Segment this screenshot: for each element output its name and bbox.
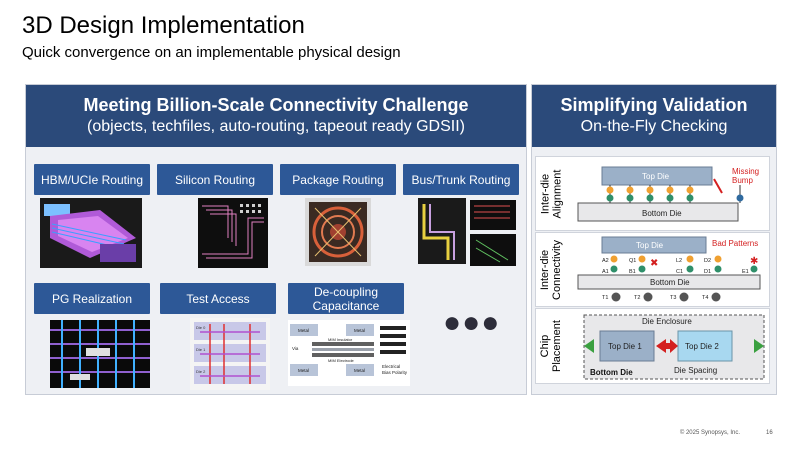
decap-metal-label-4: Metal	[354, 368, 365, 373]
connectivity-diagram: Top Die Bad Patterns A2 Q1 L2 D2 A1 B1 C…	[577, 236, 761, 302]
right-enclosure-arrow-icon	[754, 339, 764, 353]
connectivity-bottom-die-text: Bottom Die	[650, 278, 690, 287]
bad-pattern-x-icon: ✖	[650, 258, 658, 269]
page-number: 16	[766, 430, 773, 436]
decap-mim-electrode-label: MIM Electrode	[328, 358, 355, 363]
tile-test-access: Test Access	[160, 283, 276, 314]
decap-mim-insulator-label: MIM Insulator	[328, 337, 353, 342]
die-enclosure-text: Die Enclosure	[642, 317, 692, 326]
slide-title: 3D Design Implementation	[22, 12, 305, 39]
pin-q1: Q1	[629, 258, 636, 264]
more-ellipsis: ●●●	[443, 306, 501, 339]
tile-silicon-routing: Silicon Routing	[157, 164, 273, 195]
decap-via-label: Via	[292, 346, 299, 351]
tile-hbm-ucie-routing: HBM/UCIe Routing	[34, 164, 150, 195]
bus-trunk-routing-image	[418, 198, 516, 266]
connectivity-subheading: (objects, techfiles, auto-routing, tapeo…	[87, 118, 465, 135]
validation-subheading: On-the-Fly Checking	[580, 118, 728, 135]
decap-electrical-label: Electrical	[382, 364, 400, 369]
bad-pattern-star-icon: ✱	[750, 256, 758, 267]
decap-metal-label-1: Metal	[298, 328, 309, 333]
alignment-diagram: Top Die Bottom Die Missing Bump	[577, 166, 761, 222]
top-die-2-text: Top Die 2	[685, 342, 719, 351]
placement-diagram: Die Enclosure Top Die 1 Top Die 2 Bottom…	[583, 314, 765, 380]
decap-metal-label-2: Metal	[354, 328, 365, 333]
package-routing-image	[305, 198, 371, 266]
alignment-top-die-text: Top Die	[642, 172, 670, 181]
terminal-t1: T1	[602, 295, 608, 301]
pin-b1: B1	[629, 269, 636, 275]
connectivity-heading: Meeting Billion-Scale Connectivity Chall…	[83, 95, 469, 115]
hbm-routing-image	[40, 198, 142, 268]
test-die1-label: Die 1	[196, 347, 206, 352]
terminal-t2: T2	[634, 295, 640, 301]
die-spacing-text: Die Spacing	[674, 366, 717, 375]
decap-image: Metal Metal Metal Metal Via MIM Insulato…	[288, 320, 410, 386]
pin-a2: A2	[602, 258, 609, 264]
pg-realization-image	[50, 320, 150, 388]
alignment-bottom-die-text: Bottom Die	[642, 209, 682, 218]
tile-bus-trunk-routing: Bus/Trunk Routing	[403, 164, 519, 195]
placement-bottom-die-text: Bottom Die	[590, 368, 633, 377]
pin-c1: C1	[676, 269, 683, 275]
terminal-t3: T3	[670, 295, 676, 301]
validation-heading: Simplifying Validation	[560, 95, 748, 115]
copyright-footer: © 2025 Synopsys, Inc.	[679, 430, 740, 436]
pin-a1: A1	[602, 269, 609, 275]
pin-d2: D2	[704, 258, 711, 264]
decap-bias-polarity-label: Bias Polarity	[382, 370, 408, 375]
silicon-routing-image	[198, 198, 268, 268]
pin-d1: D1	[704, 269, 711, 275]
die-spacing-arrow-icon	[656, 339, 678, 353]
left-enclosure-arrow-icon	[584, 339, 594, 353]
decap-metal-label-3: Metal	[298, 368, 309, 373]
test-access-image: Die 0 Die 1 Die 2	[190, 318, 270, 390]
terminal-t4: T4	[702, 295, 708, 301]
bad-patterns-text: Bad Patterns	[712, 239, 758, 248]
tile-pg-realization: PG Realization	[34, 283, 150, 314]
missing-bump-text: Missing Bump	[732, 167, 761, 185]
pin-e1: E1	[742, 269, 749, 275]
tile-decoupling-capacitance: De-coupling Capacitance	[288, 283, 404, 314]
test-die0-label: Die 0	[196, 325, 206, 330]
top-die-1-text: Top Die 1	[608, 342, 642, 351]
slide-subtitle: Quick convergence on an implementable ph…	[22, 44, 401, 61]
connectivity-top-die-text: Top Die	[636, 241, 664, 250]
test-die2-label: Die 2	[196, 369, 206, 374]
tile-package-routing: Package Routing	[280, 164, 396, 195]
connectivity-panel-header: Meeting Billion-Scale Connectivity Chall…	[26, 85, 526, 147]
validation-panel-header: Simplifying Validation On-the-Fly Checki…	[532, 85, 776, 147]
pin-l2: L2	[676, 258, 682, 264]
